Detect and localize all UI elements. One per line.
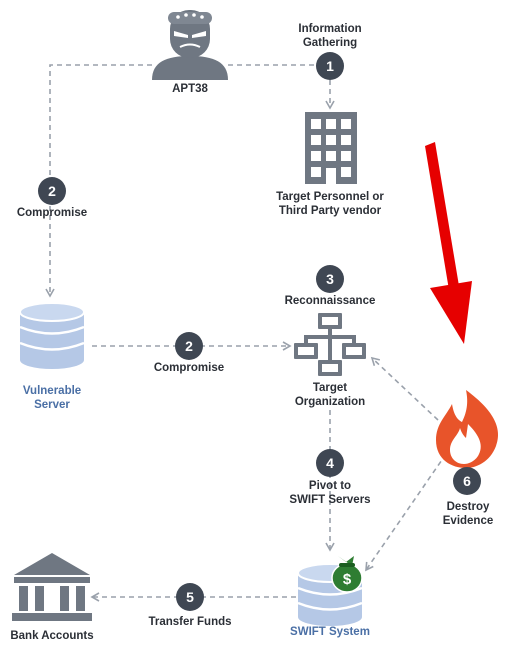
connector-fire-to-target-org xyxy=(370,356,439,421)
database-money-bag-icon: $ xyxy=(297,556,363,626)
target-personnel-label: Target Personnel or Third Party vendor xyxy=(240,190,420,218)
step-2-label-left: Compromise xyxy=(16,207,88,219)
step-3-label: Reconnaissance xyxy=(284,295,376,307)
connector-apt38-to-vulnerable-server xyxy=(45,64,152,298)
apt38-label: APT38 xyxy=(172,83,208,95)
step-2-badge-left: 2 xyxy=(38,177,66,205)
vulnerable-server-label-line1: Vulnerable xyxy=(22,385,82,397)
step-4-label: Pivot to SWIFT Servers xyxy=(270,479,390,507)
target-organization-label-line1: Target xyxy=(312,382,348,394)
bank-building-icon xyxy=(12,553,92,621)
step-1-badge: 1 xyxy=(316,52,344,80)
svg-text:$: $ xyxy=(343,571,352,588)
step-2-badge-middle: 2 xyxy=(175,332,203,360)
connector-fire-to-swift xyxy=(365,453,447,572)
connectors xyxy=(45,64,447,602)
bank-accounts-label: Bank Accounts xyxy=(10,630,94,642)
vulnerable-server-label-line2: Server xyxy=(34,399,70,411)
database-server-icon xyxy=(19,302,85,369)
step-3-badge: 3 xyxy=(316,265,344,293)
step-6-label-line1: Destroy xyxy=(446,501,490,513)
target-organization-label: Target Organization xyxy=(280,381,380,409)
step-1-label-line2: Gathering xyxy=(302,37,358,49)
fire-icon xyxy=(436,390,499,468)
step-4-badge: 4 xyxy=(316,449,344,477)
step-1-label-line1: Information xyxy=(298,23,362,35)
target-personnel-label-line2: Third Party vendor xyxy=(278,205,382,217)
step-5-badge: 5 xyxy=(176,583,204,611)
step-4-label-line1: Pivot to xyxy=(308,480,352,492)
network-hierarchy-icon xyxy=(294,313,366,376)
step-1-label: Information Gathering xyxy=(280,22,380,50)
office-building-icon xyxy=(305,112,357,184)
step-4-label-line2: SWIFT Servers xyxy=(289,494,371,506)
target-personnel-label-line1: Target Personnel or xyxy=(276,191,384,203)
step-5-label: Transfer Funds xyxy=(148,616,232,628)
red-down-arrow-icon xyxy=(425,142,472,344)
step-6-badge: 6 xyxy=(453,467,481,495)
step-2-label-middle: Compromise xyxy=(153,362,225,374)
step-6-label: Destroy Evidence xyxy=(430,500,506,528)
step-6-label-line2: Evidence xyxy=(442,515,494,527)
swift-system-label: SWIFT System xyxy=(290,626,370,638)
vulnerable-server-label: Vulnerable Server xyxy=(10,384,94,412)
target-organization-label-line2: Organization xyxy=(294,396,366,408)
hacker-mask-icon xyxy=(152,10,228,80)
